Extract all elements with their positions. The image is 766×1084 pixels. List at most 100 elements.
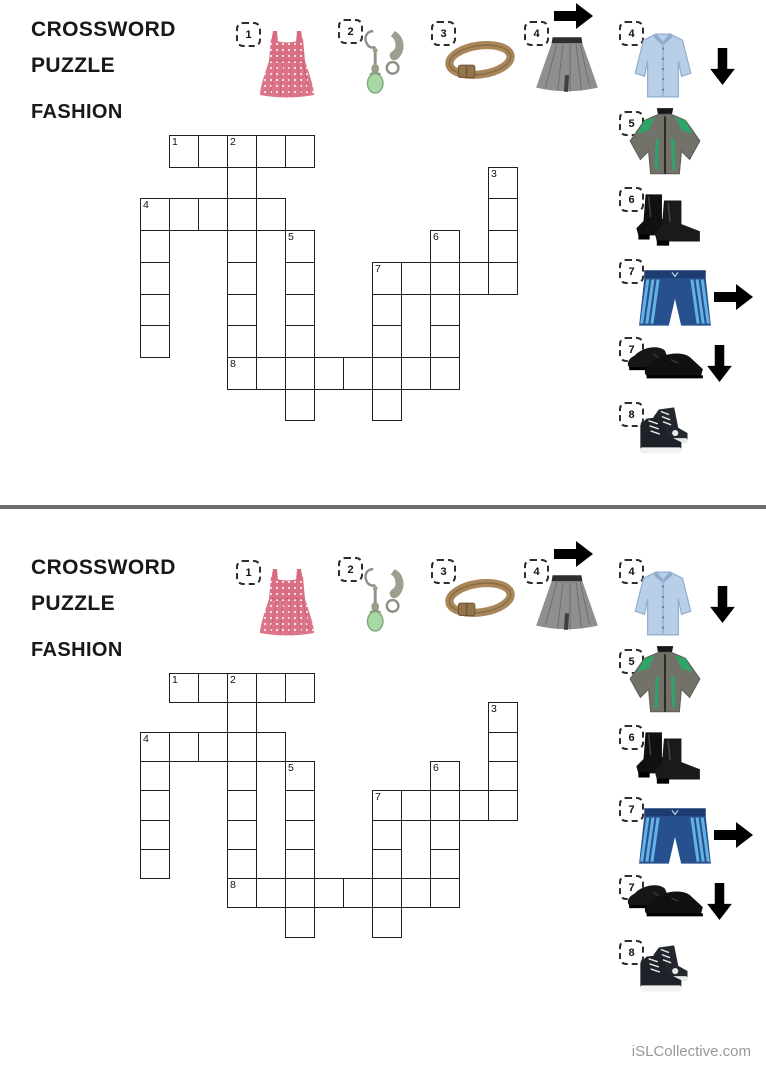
clue-number-badge: 4 bbox=[524, 559, 549, 584]
crossword-cell bbox=[372, 820, 402, 850]
cell-number: 1 bbox=[172, 136, 178, 148]
boots-icon bbox=[623, 728, 705, 786]
clue-number-badge: 1 bbox=[236, 560, 261, 585]
crossword-cell bbox=[343, 357, 373, 390]
crossword-cell bbox=[227, 849, 257, 879]
crossword-cell bbox=[198, 135, 228, 168]
crossword-cell bbox=[372, 325, 402, 358]
belt-icon bbox=[443, 572, 517, 626]
cell-number: 3 bbox=[491, 703, 497, 715]
worksheet-title-line1: CROSSWORD bbox=[31, 556, 176, 579]
dress-icon bbox=[256, 568, 318, 638]
arrow-down-icon bbox=[709, 48, 736, 86]
crossword-cell bbox=[227, 820, 257, 850]
crossword-cell bbox=[285, 294, 315, 326]
arrow-right-icon bbox=[714, 283, 754, 311]
crossword-cell: 7 bbox=[372, 790, 402, 821]
clue-number-badge: 2 bbox=[338, 19, 363, 44]
section-divider bbox=[0, 505, 766, 509]
crossword-cell bbox=[227, 325, 257, 358]
crossword-cell: 7 bbox=[372, 262, 402, 295]
cell-number: 2 bbox=[230, 674, 236, 686]
crossword-cell bbox=[401, 878, 431, 908]
crossword-cell: 5 bbox=[285, 761, 315, 791]
crossword-cell bbox=[285, 389, 315, 421]
skirt-icon bbox=[531, 34, 603, 96]
dress-icon bbox=[256, 30, 318, 100]
cell-number: 3 bbox=[491, 168, 497, 180]
crossword-cell bbox=[285, 790, 315, 821]
crossword-cell bbox=[227, 198, 257, 231]
sneakers-icon bbox=[626, 943, 708, 997]
crossword-cell bbox=[372, 907, 402, 938]
earrings-icon bbox=[352, 24, 410, 104]
crossword-cell: 8 bbox=[227, 357, 257, 390]
crossword-cell bbox=[227, 294, 257, 326]
crossword-cell bbox=[140, 820, 170, 850]
crossword-cell bbox=[256, 732, 286, 762]
crossword-cell bbox=[285, 878, 315, 908]
arrow-down-icon bbox=[706, 883, 733, 921]
crossword-cell bbox=[285, 262, 315, 295]
skirt-icon bbox=[531, 572, 603, 634]
crossword-cell bbox=[430, 820, 460, 850]
shirt-icon bbox=[631, 566, 695, 640]
crossword-cell: 1 bbox=[169, 673, 199, 703]
crossword-cell bbox=[430, 294, 460, 326]
crossword-cell: 5 bbox=[285, 230, 315, 263]
crossword-cell bbox=[459, 790, 489, 821]
shorts-icon bbox=[635, 266, 715, 334]
crossword-cell bbox=[430, 878, 460, 908]
crossword-cell bbox=[169, 198, 199, 231]
crossword-cell bbox=[372, 878, 402, 908]
crossword-cell: 6 bbox=[430, 230, 460, 263]
crossword-cell bbox=[198, 198, 228, 231]
crossword-cell bbox=[227, 702, 257, 733]
cell-number: 7 bbox=[375, 263, 381, 275]
crossword-cell bbox=[285, 357, 315, 390]
shirt-icon bbox=[631, 28, 695, 102]
cell-number: 6 bbox=[433, 231, 439, 243]
clue-number-badge: 2 bbox=[338, 557, 363, 582]
clue-number-badge: 4 bbox=[619, 21, 644, 46]
crossword-cell bbox=[140, 761, 170, 791]
crossword-cell bbox=[256, 357, 286, 390]
crossword-cell bbox=[314, 357, 344, 390]
clue-number-badge: 6 bbox=[619, 187, 644, 212]
crossword-cell bbox=[372, 849, 402, 879]
crossword-cell bbox=[140, 849, 170, 879]
islcollective-watermark: iSLCollective.com bbox=[631, 1043, 751, 1060]
crossword-cell bbox=[227, 790, 257, 821]
jacket-icon bbox=[626, 644, 704, 718]
clue-number-badge: 8 bbox=[619, 402, 644, 427]
clue-number-badge: 4 bbox=[619, 559, 644, 584]
crossword-cell bbox=[488, 732, 518, 762]
worksheet-title-line1: CROSSWORD bbox=[31, 18, 176, 41]
crossword-cell bbox=[401, 790, 431, 821]
arrow-down-icon bbox=[709, 586, 736, 624]
cell-number: 4 bbox=[143, 733, 149, 745]
arrow-right-icon bbox=[714, 821, 754, 849]
arrow-down-icon bbox=[706, 345, 733, 383]
crossword-cell bbox=[430, 325, 460, 358]
cell-number: 8 bbox=[230, 879, 236, 891]
crossword-cell bbox=[488, 198, 518, 231]
crossword-cell bbox=[198, 732, 228, 762]
shorts-icon bbox=[635, 804, 715, 872]
crossword-cell bbox=[372, 357, 402, 390]
crossword-cell bbox=[430, 262, 460, 295]
earrings-icon bbox=[352, 562, 410, 642]
shoes-icon bbox=[622, 879, 708, 923]
crossword-cell bbox=[256, 878, 286, 908]
belt-icon bbox=[443, 34, 517, 88]
crossword-cell bbox=[285, 673, 315, 703]
clue-number-badge: 3 bbox=[431, 21, 456, 46]
cell-number: 1 bbox=[172, 674, 178, 686]
crossword-cell bbox=[140, 230, 170, 263]
crossword-cell: 4 bbox=[140, 732, 170, 762]
crossword-cell: 2 bbox=[227, 673, 257, 703]
clue-number-badge: 8 bbox=[619, 940, 644, 965]
crossword-cell bbox=[198, 673, 228, 703]
